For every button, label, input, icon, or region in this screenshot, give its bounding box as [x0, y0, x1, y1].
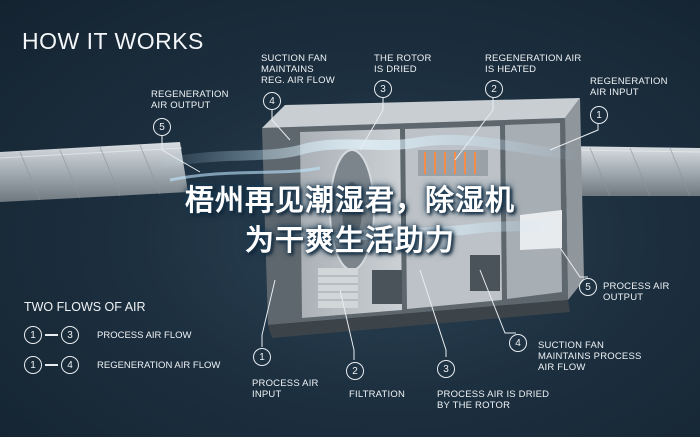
overlay-line-1: 梧州再见潮湿君，除湿机 [184, 183, 515, 217]
dehumidifier-unit [262, 98, 584, 338]
legend-to-number: 4 [61, 356, 79, 374]
process-airflow [289, 221, 561, 245]
regeneration-input-duct [560, 146, 700, 197]
callout-number: 5 [579, 278, 597, 296]
regeneration-output-duct [0, 142, 188, 202]
callout-text: FILTRATION [349, 389, 406, 400]
page-title: HOW IT WORKS [22, 28, 204, 54]
callout-number: 3 [437, 360, 455, 378]
callout-number: 4 [509, 334, 527, 352]
callout-text: REGENERATION AIR INPUT [590, 76, 668, 98]
callout-text: THE ROTOR IS DRIED [374, 53, 432, 75]
callout-text: REGENERATION AIR OUTPUT [151, 89, 229, 111]
callout-text: PROCESS AIR INPUT [252, 378, 319, 400]
callout-number: 3 [374, 80, 392, 98]
callout-text: PROCESS AIR OUTPUT [603, 281, 670, 303]
callout-number: 2 [485, 80, 503, 98]
overlay-line-2: 为干爽生活助力 [244, 223, 455, 257]
overlay-headline: 梧州再见潮湿君，除湿机 为干爽生活助力 [100, 180, 600, 260]
regeneration-airflow [148, 134, 581, 182]
callout-text: SUCTION FAN MAINTAINS REG. AIR FLOW [261, 53, 335, 86]
callout-text: PROCESS AIR IS DRIED BY THE ROTOR [437, 389, 550, 411]
callout-number: 5 [153, 118, 171, 136]
legend-row-regeneration: 1 4 REGENERATION AIR FLOW [24, 356, 220, 374]
callout-text: REGENERATION AIR IS HEATED [485, 53, 582, 75]
legend-to-number: 3 [61, 326, 79, 344]
legend-dash [45, 334, 58, 336]
callout-text: SUCTION FAN MAINTAINS PROCESS AIR FLOW [538, 340, 642, 373]
callout-number: 4 [263, 92, 281, 110]
callout-number: 1 [590, 106, 608, 124]
legend-from-number: 1 [24, 326, 42, 344]
legend-label: PROCESS AIR FLOW [97, 329, 192, 341]
legend-from-number: 1 [24, 356, 42, 374]
callout-leader-lines [161, 97, 599, 360]
legend-dash [45, 364, 58, 366]
legend-label: REGENERATION AIR FLOW [97, 359, 221, 371]
legend-row-process: 1 3 PROCESS AIR FLOW [24, 326, 192, 344]
legend-title: TWO FLOWS OF AIR [24, 300, 146, 314]
callout-number: 1 [253, 348, 271, 366]
callout-number: 2 [346, 362, 364, 380]
